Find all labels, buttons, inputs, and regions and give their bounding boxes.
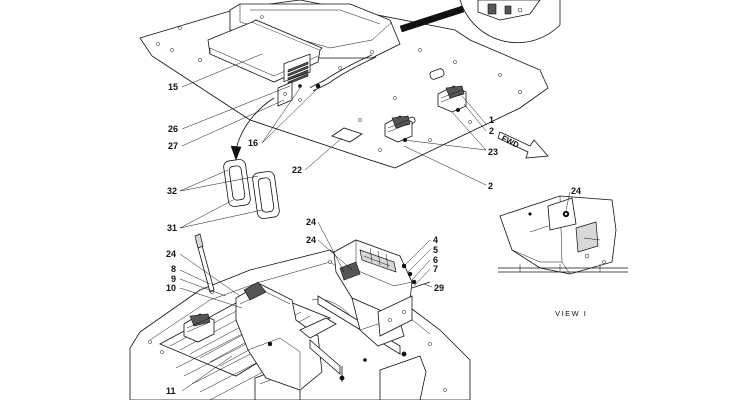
- callout-8: 8: [171, 264, 176, 274]
- callout-24-mid-lower: 24: [306, 235, 316, 245]
- callout-22: 22: [292, 165, 302, 175]
- view-i-inset: VIEW I: [498, 195, 628, 318]
- callout-2-upper: 2: [489, 126, 494, 136]
- callout-5: 5: [433, 245, 438, 255]
- part-31-32-loops: [223, 159, 280, 219]
- callout-1: 1: [489, 115, 494, 125]
- callout-10: 10: [166, 283, 176, 293]
- right-console: [333, 239, 417, 347]
- part-29-pin: [411, 281, 431, 289]
- callout-23: 23: [488, 147, 498, 157]
- callout-24-left: 24: [166, 249, 176, 259]
- leader-lines: [179, 53, 571, 392]
- callout-6: 6: [433, 255, 438, 265]
- callout-16: 16: [248, 138, 258, 148]
- detail-circle: [399, 0, 561, 44]
- callout-27: 27: [168, 141, 178, 151]
- callout-9: 9: [171, 274, 176, 284]
- callout-labels: 15 26 27 16 22 1 2 23 2 32 31 24 8 9 10 …: [166, 82, 581, 396]
- callout-29: 29: [434, 283, 444, 293]
- lever-rod: [194, 233, 215, 293]
- fwd-arrow: FWD: [497, 131, 549, 159]
- callout-15: 15: [168, 82, 178, 92]
- part-22-plate: [331, 127, 363, 143]
- callout-24-view: 24: [571, 186, 581, 196]
- view-label: VIEW I: [555, 309, 587, 318]
- assembly-arrow-head: [230, 145, 242, 161]
- left-console-housing: [235, 281, 361, 391]
- callout-4: 4: [433, 235, 438, 245]
- callout-11: 11: [166, 386, 176, 396]
- pedal-rear: [384, 115, 413, 143]
- callout-32: 32: [167, 186, 177, 196]
- callout-7: 7: [433, 264, 438, 274]
- lower-pedal: [183, 313, 215, 343]
- callout-26: 26: [168, 124, 178, 134]
- callout-24-mid-upper: 24: [306, 217, 316, 227]
- assembly-arrow: [235, 97, 275, 151]
- upper-console-bracket: [229, 3, 401, 92]
- callout-31: 31: [167, 223, 177, 233]
- callout-2-lower: 2: [488, 181, 493, 191]
- part-26-vent-bracket: [277, 53, 311, 107]
- fwd-label: FWD: [500, 134, 521, 150]
- pedal-front: [437, 85, 467, 113]
